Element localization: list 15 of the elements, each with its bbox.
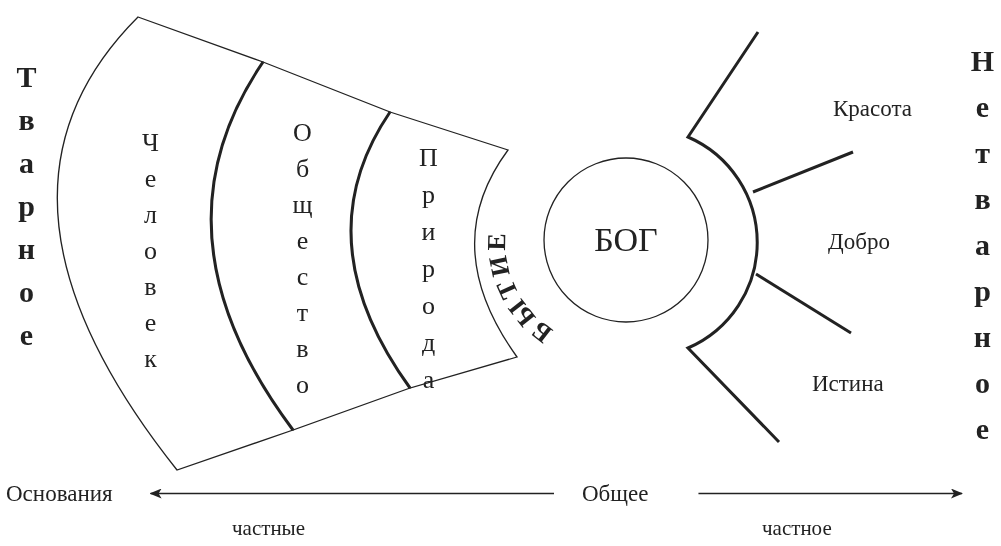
axis-label: Основания <box>6 482 113 505</box>
vertical-label: Тварное <box>11 60 41 361</box>
ray-label: Красота <box>833 97 912 120</box>
band-label: Человек <box>137 128 163 380</box>
arrow <box>149 488 555 499</box>
vertical-label: Нетварное <box>967 44 997 458</box>
band-label: Природа <box>415 143 441 402</box>
ray-label: Добро <box>828 230 890 253</box>
edge-label: частное <box>762 518 832 539</box>
arrow <box>697 488 963 499</box>
band-label: Общество <box>289 118 315 406</box>
circle-label: БОГ <box>593 223 659 257</box>
edge-label: частные <box>232 518 306 539</box>
axis-label: Общее <box>582 482 649 505</box>
ray-label: Истина <box>812 372 884 395</box>
